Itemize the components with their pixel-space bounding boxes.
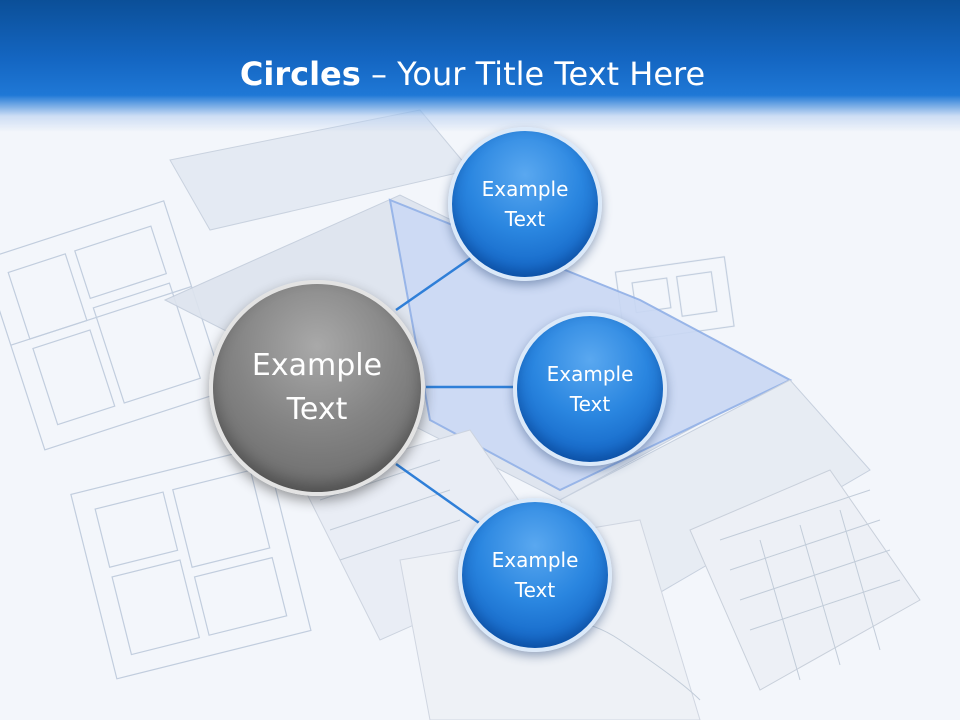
- header-band: [0, 0, 960, 132]
- center-circle-line2: Text: [286, 392, 348, 427]
- node-circle-3-line2: Text: [514, 578, 556, 602]
- center-circle-line1: Example: [251, 348, 383, 383]
- node-circle-2-line2: Text: [569, 392, 611, 416]
- node-circle-1-line2: Text: [504, 207, 546, 231]
- node-circle-3: Example Text: [458, 498, 612, 652]
- slide-title: Circles – Your Title Text Here: [0, 52, 945, 96]
- node-circle-3-line1: Example: [491, 548, 579, 572]
- node-circle-2: Example Text: [513, 312, 667, 466]
- connector-line-3: [395, 462, 483, 527]
- title-bold: Circles: [239, 55, 361, 93]
- center-circle: Example Text: [209, 280, 425, 496]
- node-circle-1-line1: Example: [481, 177, 569, 201]
- node-circle-2-line1: Example: [546, 362, 634, 386]
- title-rest: – Your Title Text Here: [360, 55, 706, 93]
- connector-line-1: [395, 251, 479, 312]
- node-circle-1: Example Text: [448, 127, 602, 281]
